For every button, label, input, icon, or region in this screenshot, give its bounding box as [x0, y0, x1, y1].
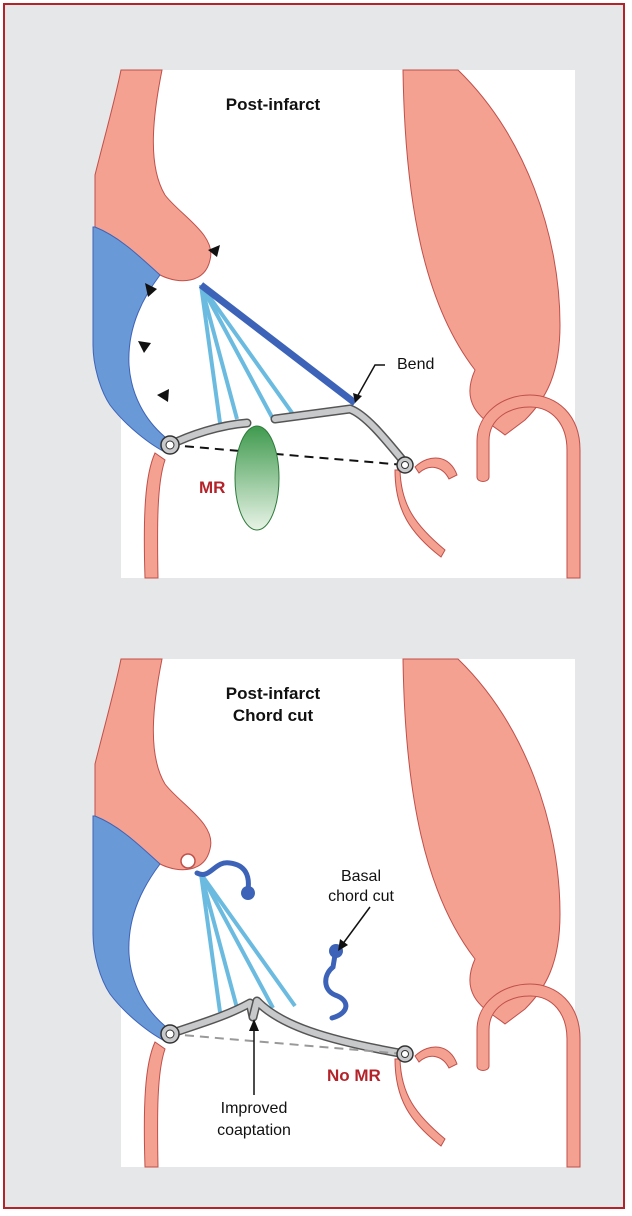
panel-post-infarct: Post-infarct Bend MR	[93, 70, 580, 578]
mr-label: MR	[199, 478, 225, 497]
panel-chord-cut: Post-infarct Chord cut Basal chord cut N…	[93, 659, 580, 1167]
panel-1-title: Post-infarct	[226, 95, 321, 114]
coaptation-label-line-1: Improved	[221, 1100, 288, 1117]
posterior-hinge-core	[166, 441, 174, 449]
posterior-hinge-core-2	[166, 1030, 174, 1038]
coaptation-label-line-2: coaptation	[217, 1122, 291, 1139]
panel-2-title-line-1: Post-infarct	[226, 684, 321, 703]
diagram-canvas: Post-infarct Bend MR	[5, 5, 623, 1207]
figure-frame: Post-infarct Bend MR	[3, 3, 625, 1209]
chord-cut-label-line-2: chord cut	[328, 888, 394, 905]
papillary-tip	[181, 854, 195, 868]
anterior-hinge-core-2	[402, 1051, 409, 1058]
anterior-hinge-core	[402, 462, 409, 469]
bend-label: Bend	[397, 356, 434, 373]
panel-2-title-line-2: Chord cut	[233, 706, 314, 725]
no-mr-label: No MR	[327, 1066, 381, 1085]
chord-cut-label-line-1: Basal	[341, 868, 381, 885]
cut-chord-upper-knob	[241, 886, 255, 900]
regurgitant-jet	[235, 426, 279, 530]
